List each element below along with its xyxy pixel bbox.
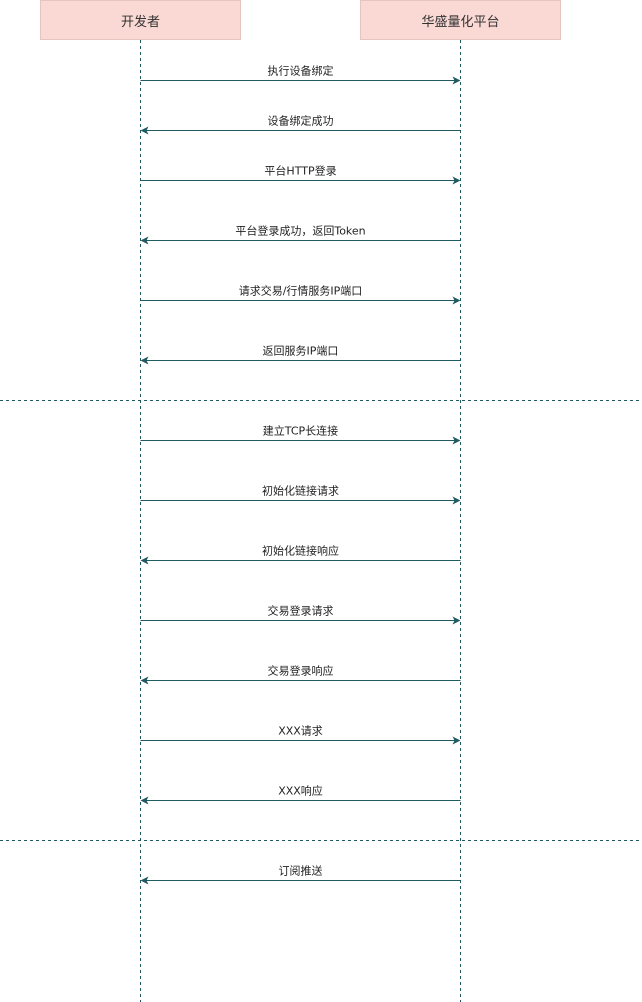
message-label: 设备绑定成功 <box>268 114 334 128</box>
message-label: 返回服务IP端口 <box>263 345 339 358</box>
message-label: 平台登录成功，返回Token <box>235 224 365 238</box>
message-label: 初始化链接响应 <box>262 544 339 558</box>
message-label: 交易登录请求 <box>268 604 334 618</box>
message-label: 执行设备绑定 <box>268 64 334 78</box>
actor-developer-label: 开发者 <box>120 14 160 30</box>
message-label: 平台HTTP登录 <box>264 164 336 178</box>
message-label: XXX响应 <box>278 784 323 798</box>
message-label: 订阅推送 <box>279 864 323 878</box>
message-label: 初始化链接请求 <box>262 484 339 498</box>
message-label: XXX请求 <box>278 725 323 738</box>
actor-platform-label: 华盛量化平台 <box>421 14 500 30</box>
message-label: 交易登录响应 <box>268 664 334 678</box>
message-label: 请求交易/行情服务IP端口 <box>239 284 363 298</box>
actor-developer: 开发者 <box>40 0 241 40</box>
message-label: 建立TCP长连接 <box>263 424 338 438</box>
actor-platform: 华盛量化平台 <box>360 0 561 40</box>
